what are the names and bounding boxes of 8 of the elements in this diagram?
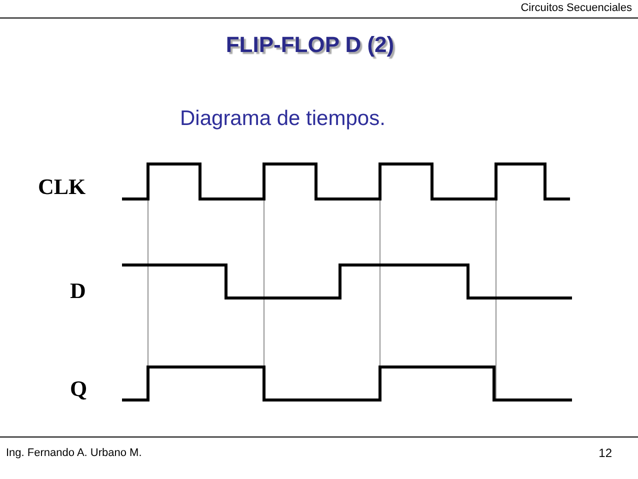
signal-name: CLK [38, 174, 86, 200]
signal-name: D [70, 278, 86, 304]
footer-text: Ing. Fernando A. Urbano M. [6, 447, 142, 459]
page-number: 12 [598, 446, 612, 460]
header-text: Circuitos Secuenciales [520, 2, 632, 14]
signal-name: Q [70, 376, 88, 402]
slide-title: FLIP-FLOP D (2) [224, 32, 396, 58]
subtitle: Diagrama de tiempos. [180, 107, 386, 131]
